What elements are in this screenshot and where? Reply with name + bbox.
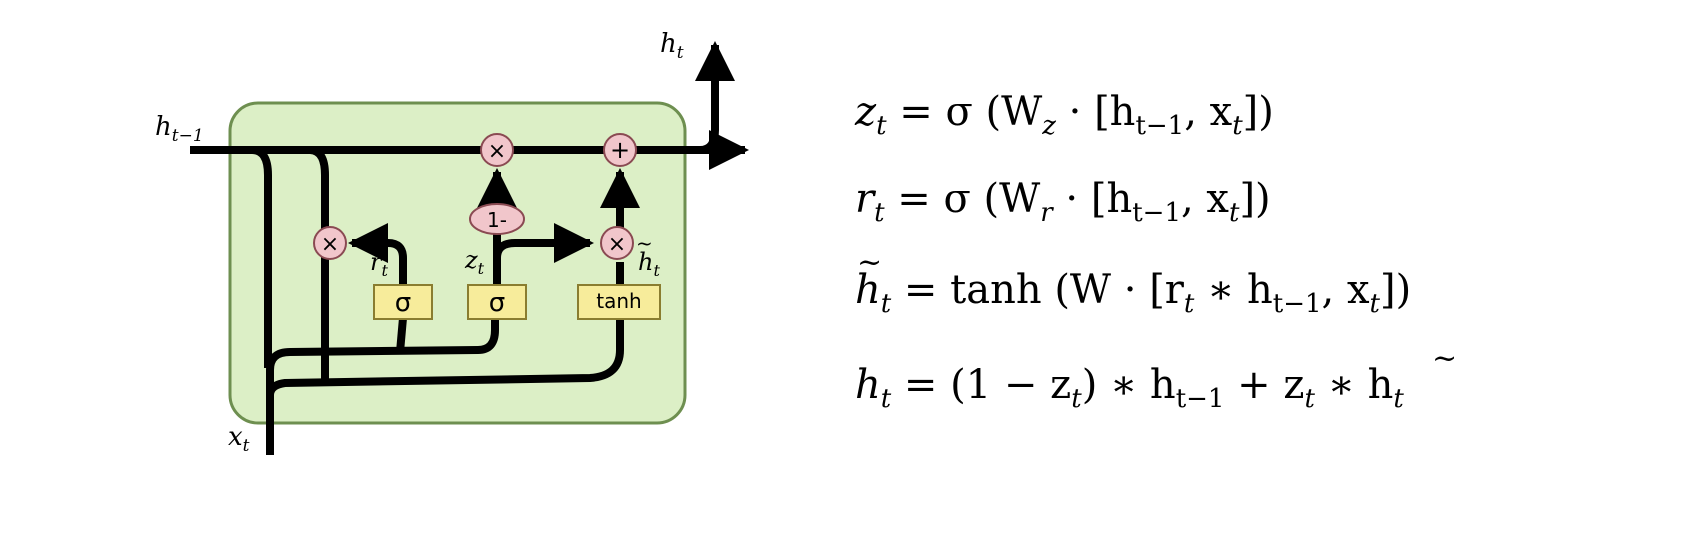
tanh-gate-label: tanh xyxy=(596,289,641,313)
svg-text:×: × xyxy=(488,139,506,164)
cell-box xyxy=(228,101,687,425)
h-out-label: ht xyxy=(660,29,684,63)
reset-arrow xyxy=(348,223,407,285)
update-gate-label: σ xyxy=(489,288,505,318)
one-minus-op: 1- xyxy=(469,203,525,235)
svg-text:1-: 1- xyxy=(487,208,507,232)
equation-tilde-mark: ~ xyxy=(857,245,882,280)
add-op: + xyxy=(603,133,637,167)
svg-text:×: × xyxy=(321,232,339,257)
r-label: rt xyxy=(370,248,388,280)
equation-h-tilde-mark: ~ xyxy=(1432,341,1457,376)
z-label: zt xyxy=(464,246,485,278)
equation-h: ht = (1 − zt) ∗ ht−1 + zt ∗ ht ~ xyxy=(855,341,1457,414)
candidate-multiply-op: × xyxy=(600,226,634,260)
equation-z: zt = σ (Wz · [ht−1, xt]) xyxy=(854,89,1274,141)
equations: zt = σ (Wz · [ht−1, xt]) rt = σ (Wr · [h… xyxy=(854,89,1457,414)
reset-gate-label: σ xyxy=(395,288,411,318)
h-prev-to-candidate-line xyxy=(309,146,329,385)
svg-text:×: × xyxy=(608,232,626,257)
svg-text:ht: ht xyxy=(638,248,660,280)
update-to-mult-line xyxy=(493,223,594,263)
output-branch xyxy=(695,41,735,154)
x-in-label: xt xyxy=(228,422,250,456)
svg-text:ht = (1 − zt) ∗ ht−1 + zt ∗ ht: ht = (1 − zt) ∗ ht−1 + zt ∗ ht xyxy=(855,362,1404,414)
tanh-gate: tanh xyxy=(577,284,661,320)
reset-gate: σ xyxy=(373,284,433,320)
update-gate: σ xyxy=(467,284,527,320)
update-multiply-op: × xyxy=(480,133,514,167)
equation-h-tilde: ht = tanh (W · [rt ∗ ht−1, xt]) ~ xyxy=(855,245,1411,319)
reset-multiply-op: × xyxy=(313,226,347,260)
htilde-label: ht ~ xyxy=(636,231,660,280)
equation-r: rt = σ (Wr · [ht−1, xt]) xyxy=(855,176,1271,228)
htilde-tilde: ~ xyxy=(636,231,653,255)
h-prev-label: ht−1 xyxy=(155,112,204,146)
gru-cell-diagram: σ σ tanh × × + × 1- xyxy=(155,29,749,456)
h-prev-down-line xyxy=(251,146,272,368)
x-to-rgate-line xyxy=(396,317,407,353)
svg-text:ht = tanh (W · [rt ∗ ht−1, xt]: ht = tanh (W · [rt ∗ ht−1, xt]) xyxy=(855,267,1411,319)
svg-text:+: + xyxy=(610,136,630,164)
